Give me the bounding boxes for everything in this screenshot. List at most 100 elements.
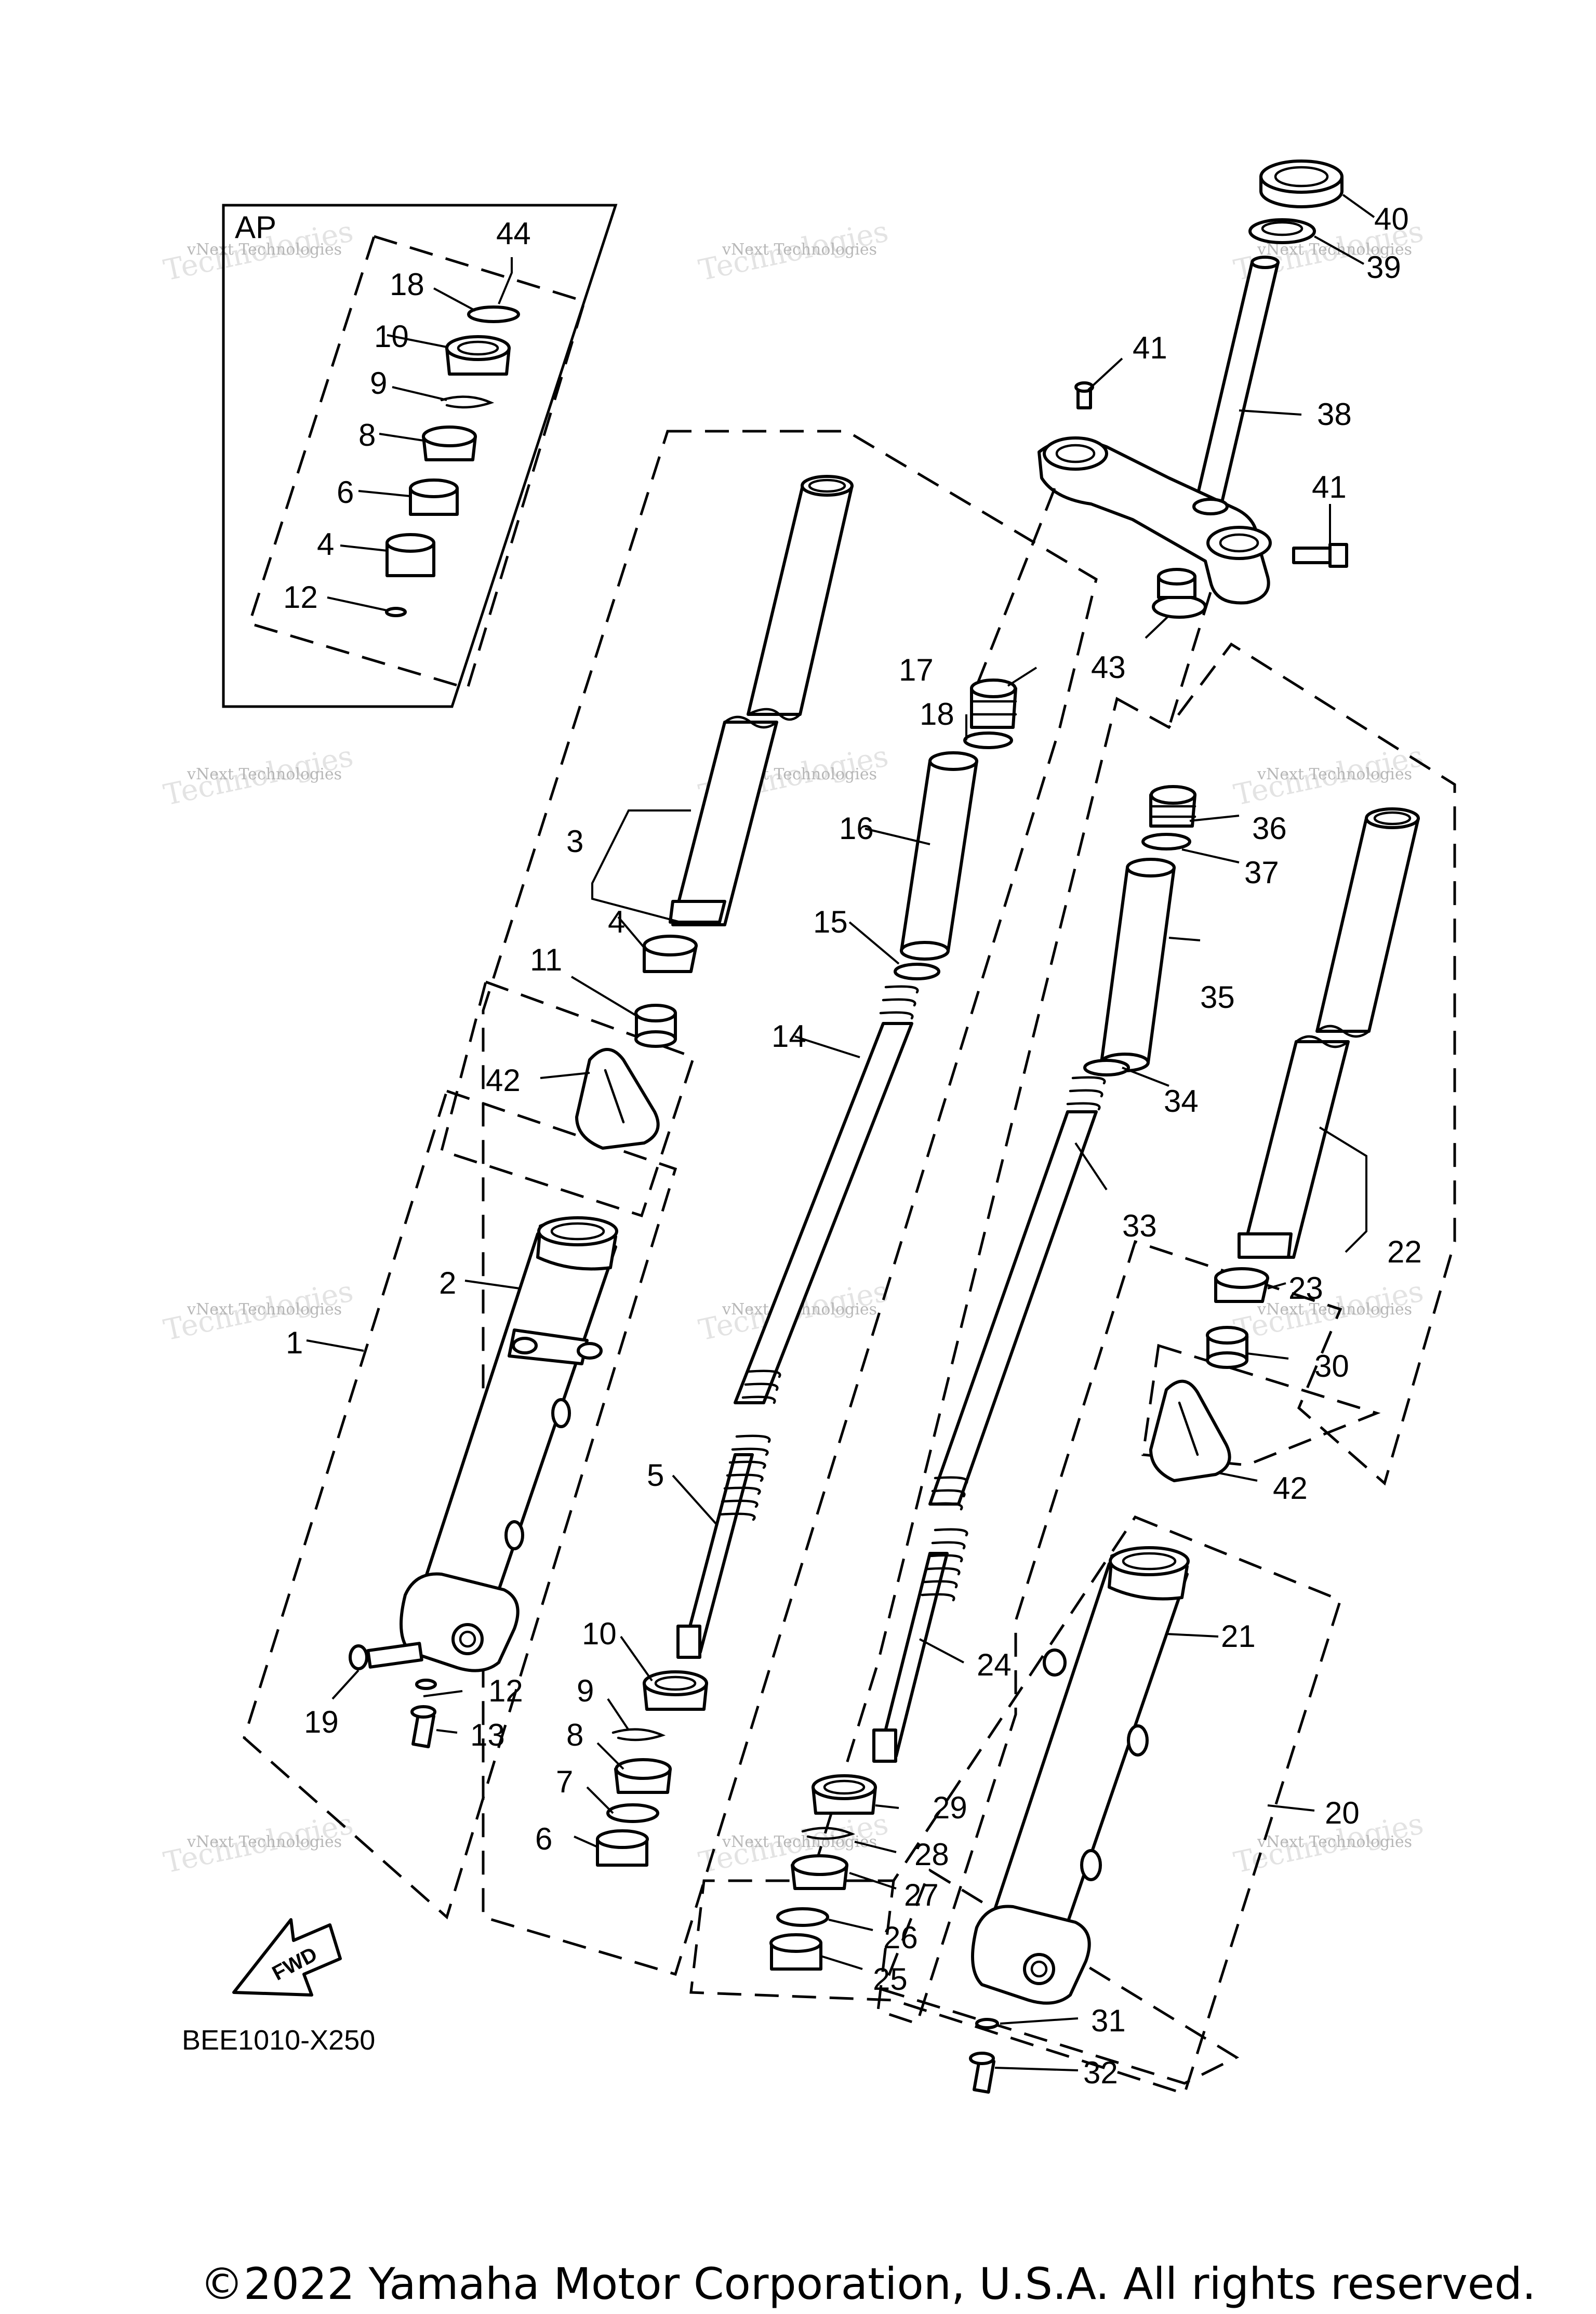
- bearing-40: [1259, 159, 1344, 208]
- watermark-brand: Technologies: [161, 1807, 356, 1880]
- fwd-arrow-icon: FWD: [232, 1918, 342, 1997]
- gasket: [385, 607, 407, 617]
- callout-5: 5: [647, 1458, 664, 1493]
- callout-38: 38: [1317, 397, 1352, 432]
- callout-41: 41: [1133, 330, 1167, 365]
- callout-8: 8: [566, 1718, 583, 1752]
- callout-9: 9: [577, 1673, 594, 1708]
- callout-41: 41: [1312, 470, 1347, 504]
- watermark-brand: vNext Technologies: [187, 1300, 342, 1319]
- oil-seal-8: [614, 1758, 672, 1794]
- washer-15: [894, 963, 940, 980]
- watermark-brand: Technologies: [161, 1274, 356, 1348]
- callout-28: 28: [914, 1837, 949, 1872]
- left-fork-group: [243, 430, 1098, 1976]
- dust-seal-10: [643, 1670, 708, 1711]
- bolt-41: [1292, 543, 1348, 568]
- outer-tube-21: [971, 1546, 1190, 2005]
- callout-18: 18: [920, 697, 954, 732]
- callout-19: 19: [304, 1705, 339, 1739]
- slide-bushing: [385, 533, 435, 577]
- watermark-brand: Technologies: [696, 215, 891, 288]
- callout-7: 7: [556, 1764, 573, 1799]
- spacer-35: [1100, 858, 1176, 1072]
- callout-39: 39: [1366, 250, 1401, 285]
- callout-27: 27: [904, 1878, 939, 1912]
- callout-9: 9: [370, 366, 387, 401]
- callout-16: 16: [839, 811, 874, 846]
- callout-6: 6: [337, 475, 354, 510]
- callout-17: 17: [899, 653, 934, 687]
- leader-lines: [306, 667, 1367, 2071]
- bolt-19: [349, 1642, 423, 1670]
- callout-12: 12: [488, 1673, 523, 1708]
- watermark-brand: Technologies: [1231, 739, 1426, 813]
- dust-seal-29: [812, 1774, 877, 1815]
- callout-42: 42: [486, 1063, 521, 1098]
- watermark-brand: Technologies: [161, 739, 356, 813]
- fork-spring-33: [928, 1076, 1106, 1511]
- callout-6: 6: [535, 1821, 552, 1856]
- bolt-13: [410, 1705, 436, 1749]
- ring-nut-43: [1152, 568, 1207, 619]
- gasket-31: [975, 2018, 999, 2029]
- callout-44: 44: [496, 216, 531, 251]
- callout-18: 18: [390, 267, 424, 302]
- callout-12: 12: [283, 580, 318, 615]
- bushing-6: [596, 1829, 649, 1867]
- watermark-brand: vNext Technologies: [1257, 1833, 1412, 1851]
- damper-rod-5: [676, 1434, 771, 1659]
- callout-20: 20: [1325, 1796, 1360, 1830]
- fork-spring-14: [734, 985, 919, 1404]
- watermark-brand: vNext Technologies: [187, 1833, 342, 1851]
- callout-4: 4: [608, 905, 625, 939]
- callout-13: 13: [470, 1718, 505, 1752]
- oil-seal: [422, 425, 477, 461]
- bushing-25: [769, 1933, 822, 1971]
- callout-34: 34: [1164, 1084, 1199, 1119]
- callout-labels: 17 18 16 15 14 3 4 11 42 2 1 5 10 9 8 7 …: [286, 653, 1422, 2090]
- callout-10: 10: [582, 1616, 617, 1651]
- inner-tube-22: [1315, 807, 1420, 1038]
- ap-kit-box: AP 44 18 10: [222, 204, 618, 708]
- callout-4: 4: [317, 527, 334, 562]
- callout-37: 37: [1244, 855, 1279, 890]
- clip: [440, 395, 495, 409]
- steering-stem: [1193, 256, 1280, 508]
- callout-30: 30: [1314, 1349, 1349, 1384]
- o-ring: [467, 305, 520, 323]
- callout-14: 14: [772, 1019, 806, 1054]
- guide-bushing-30: [1206, 1326, 1248, 1369]
- bolt-32: [969, 2052, 995, 2094]
- outer-tube-2: [400, 1216, 618, 1672]
- callout-21: 21: [1221, 1619, 1256, 1654]
- callout-35: 35: [1200, 980, 1235, 1015]
- watermark-brand: vNext Technologies: [1257, 1300, 1412, 1319]
- clip-9: [611, 1728, 666, 1741]
- callout-31: 31: [1091, 2003, 1126, 2038]
- callout-8: 8: [358, 418, 376, 453]
- o-ring-18: [963, 732, 1013, 749]
- callout-1: 1: [286, 1325, 303, 1360]
- fork-guard-42: [575, 1048, 660, 1150]
- steering-assembly: 40 39 41 38 41 43: [970, 159, 1409, 728]
- callout-25: 25: [873, 1962, 908, 1997]
- callout-23: 23: [1288, 1271, 1323, 1306]
- callout-43: 43: [1091, 650, 1126, 685]
- callout-40: 40: [1374, 202, 1409, 236]
- right-fork-group: [689, 642, 1456, 2096]
- watermark-brand: vNext Technologies: [722, 1833, 877, 1851]
- watermark-brand: vNext Technologies: [1257, 765, 1412, 783]
- washer-7: [606, 1803, 659, 1823]
- part-code: BEE1010-X250: [182, 2025, 375, 2056]
- callout-3: 3: [566, 824, 583, 859]
- damper-rod-24: [872, 1528, 968, 1763]
- slide-bushing-23: [1214, 1267, 1269, 1303]
- dust-seal: [445, 335, 511, 376]
- cap-bolt-36: [1149, 785, 1196, 828]
- callout-22: 22: [1387, 1234, 1422, 1269]
- washer-34: [1083, 1059, 1130, 1076]
- watermark-brand: vNext Technologies: [187, 241, 342, 259]
- callout-11: 11: [530, 942, 562, 977]
- watermark-brand: vNext Technologies: [187, 765, 342, 783]
